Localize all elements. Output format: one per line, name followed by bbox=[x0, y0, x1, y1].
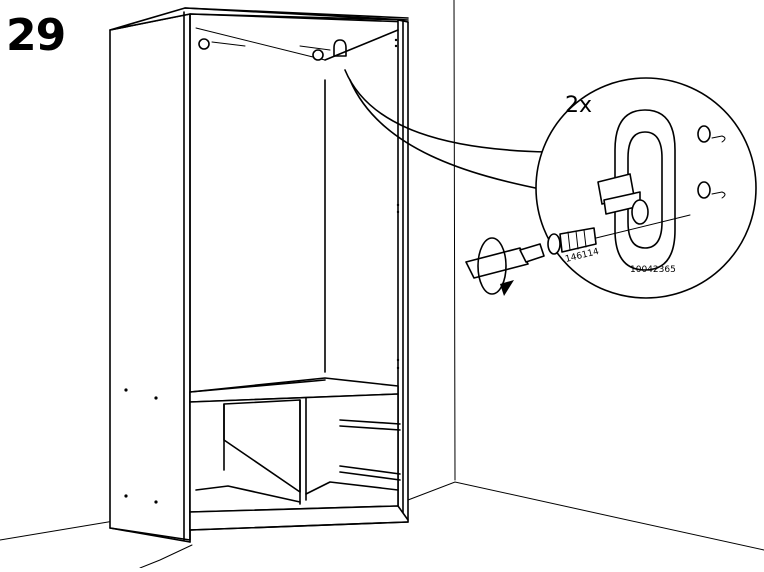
step-number: 29 bbox=[6, 10, 66, 61]
bracket-part-number: 10042365 bbox=[630, 265, 676, 275]
rail-bracket-icon bbox=[597, 109, 676, 271]
screwdriver-icon bbox=[465, 243, 545, 279]
quantity-label: 2x bbox=[565, 93, 592, 118]
screw-icon bbox=[547, 227, 597, 255]
clockwise-rotation-arrow-icon bbox=[477, 237, 514, 296]
wardrobe-frame bbox=[109, 7, 409, 543]
detail-callout: 2x 146114 10042365 bbox=[535, 77, 757, 299]
callout-pointer bbox=[344, 69, 549, 191]
